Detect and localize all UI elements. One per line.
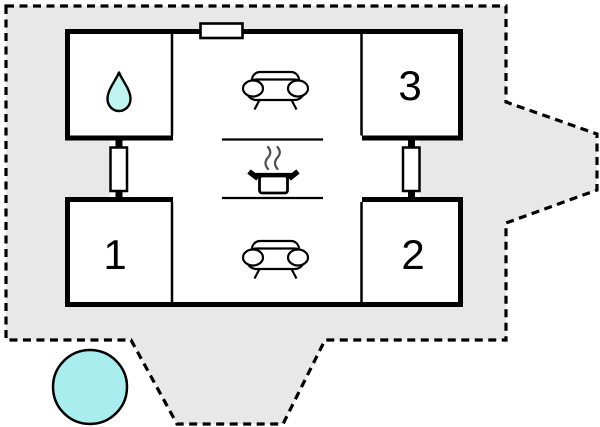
sofa-leg — [290, 268, 298, 280]
cooking-pot-icon — [247, 145, 300, 195]
sofa-leg — [290, 99, 298, 111]
sofa-arm — [241, 248, 265, 267]
sofa-icon-top — [241, 70, 310, 111]
pot-body — [258, 174, 289, 195]
sofa-arm — [241, 79, 265, 98]
pool-circle — [51, 348, 129, 426]
steam-icon — [264, 145, 272, 171]
water-drop-icon — [106, 71, 132, 113]
sofa-leg — [253, 99, 261, 111]
door-marker-left — [109, 140, 129, 199]
sofa-arm — [286, 79, 310, 98]
pot-handle — [287, 169, 300, 181]
sofa-icon-bottom — [241, 239, 310, 280]
window-marker — [199, 22, 244, 40]
door-marker-right — [401, 140, 421, 199]
exterior-walls — [65, 29, 463, 307]
sofa-arm — [286, 248, 310, 267]
room-label-1: 1 — [103, 231, 126, 278]
door-leaf — [401, 146, 421, 193]
sofa-leg — [253, 268, 261, 280]
door-leaf — [109, 146, 129, 193]
kitchen-counter-lines — [222, 138, 323, 200]
pot-handle — [247, 169, 260, 181]
steam-icon — [273, 145, 281, 171]
room-label-2: 2 — [401, 231, 424, 278]
room-label-3: 3 — [398, 62, 421, 109]
house-footprint — [65, 29, 463, 307]
interior-walls — [170, 34, 363, 302]
